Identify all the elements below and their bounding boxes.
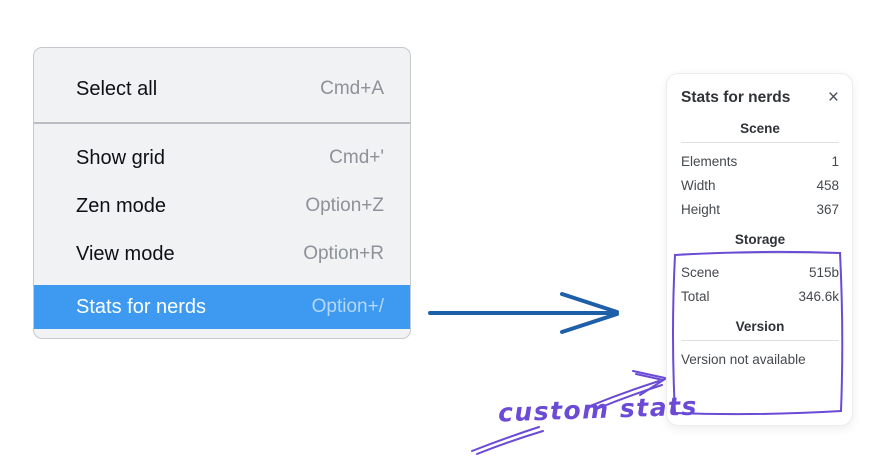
menu-item-shortcut: Option+R: [303, 243, 384, 264]
version-note: Version not available: [681, 352, 806, 367]
menu-item-label: Stats for nerds: [76, 295, 207, 318]
section-heading-scene: Scene: [740, 121, 780, 136]
menu-item-zen-mode[interactable]: Zen mode Option+Z: [34, 182, 410, 230]
menu-item-stats-for-nerds[interactable]: Stats for nerds Option+/: [34, 285, 410, 329]
context-menu: Select all Cmd+A Show grid Cmd+' Zen mod…: [33, 47, 411, 339]
stat-label: Scene: [681, 264, 720, 280]
menu-item-label: Zen mode: [76, 194, 167, 217]
menu-item-shortcut: Option+Z: [305, 195, 384, 216]
section-heading-storage: Storage: [734, 232, 786, 247]
panel-header: Stats for nerds ×: [681, 88, 839, 107]
section-divider: [681, 340, 839, 341]
menu-item-show-grid[interactable]: Show grid Cmd+': [34, 134, 410, 182]
stat-value: 367: [816, 201, 839, 217]
stat-row-total-storage: Total 346.6k: [681, 284, 839, 308]
stat-label: Elements: [681, 153, 738, 169]
panel-title: Stats for nerds: [681, 88, 791, 106]
stat-label: Total: [681, 288, 710, 304]
stat-value: 458: [816, 177, 839, 193]
stat-label: Height: [681, 201, 721, 217]
menu-item-label: View mode: [76, 242, 175, 265]
menu-item-select-all[interactable]: Select all Cmd+A: [34, 60, 410, 114]
stat-row-scene-storage: Scene 515b: [681, 260, 839, 284]
stat-value: 515b: [808, 264, 839, 280]
stat-row-elements: Elements 1: [681, 149, 839, 173]
close-icon[interactable]: ×: [827, 87, 839, 108]
menu-item-shortcut: Option+/: [311, 296, 384, 317]
section-heading-version: Version: [735, 319, 785, 334]
menu-item-label: Show grid: [76, 146, 165, 169]
menu-item-shortcut: Cmd+': [329, 147, 384, 168]
menu-item-shortcut: Cmd+A: [320, 78, 384, 99]
blue-arrow-icon: [428, 292, 619, 334]
stat-row-width: Width 458: [681, 173, 839, 197]
purple-arrow-icon: [471, 370, 666, 455]
section-divider: [681, 142, 839, 143]
section-divider: [681, 253, 839, 254]
stat-row-height: Height 367: [681, 197, 839, 221]
stats-for-nerds-panel: Stats for nerds × Scene Elements 1 Width…: [666, 73, 853, 426]
menu-item-label: Select all: [76, 77, 158, 100]
stat-value: 346.6k: [798, 288, 839, 304]
stat-label: Width: [681, 177, 716, 193]
menu-divider: [34, 122, 410, 124]
stat-value: 1: [831, 153, 839, 169]
menu-item-view-mode[interactable]: View mode Option+R: [34, 230, 410, 278]
